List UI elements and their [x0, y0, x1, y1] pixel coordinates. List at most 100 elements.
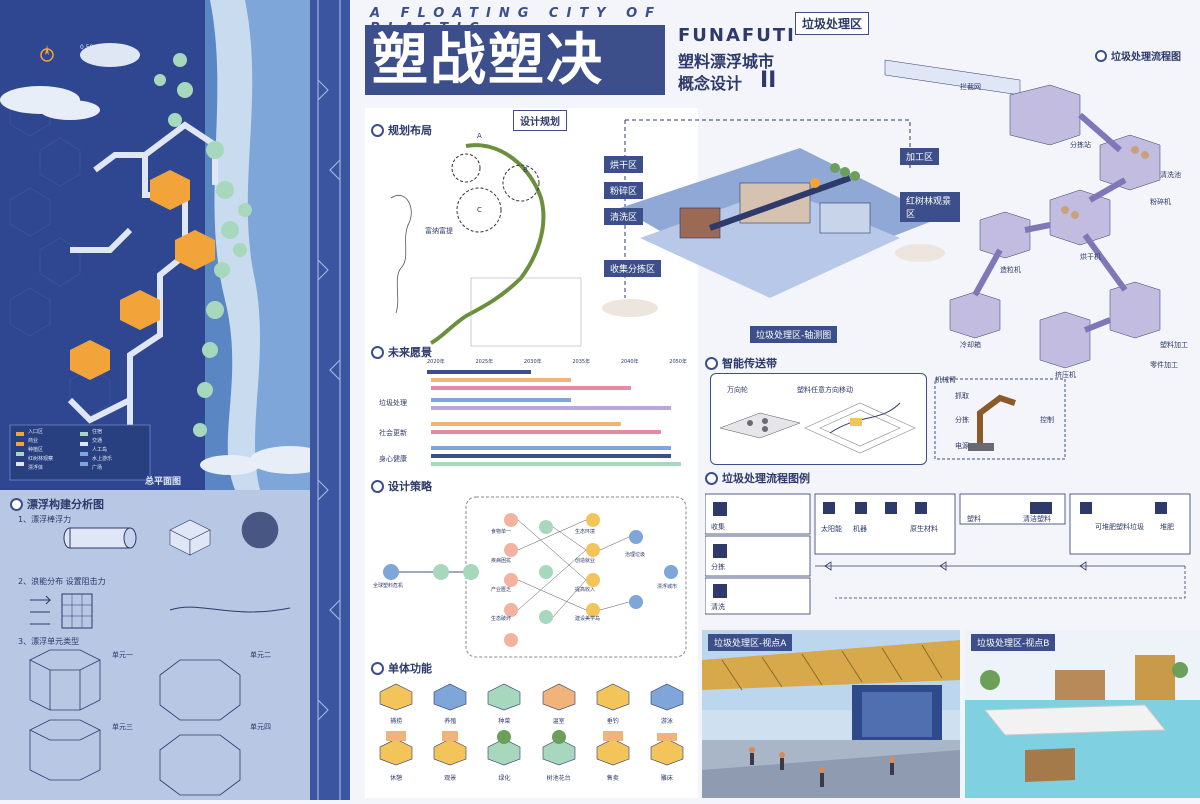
- waste-flow-panel: 垃圾处理流程图 拦截网 分拣站 清洗池 粉碎机 烘干机 冷却箱 挤压机 造粒机 …: [880, 40, 1200, 390]
- unit-card: 绿化: [477, 729, 531, 782]
- unit-card: 雕床: [640, 729, 694, 782]
- unit-card: 观景: [423, 729, 477, 782]
- unit-name: 温室: [552, 718, 565, 725]
- unit-card: 树池花台: [532, 729, 586, 782]
- unit-card: 温室: [532, 678, 586, 725]
- strategy-node: 生态环境: [575, 529, 596, 535]
- example-label: 清洁塑料: [1023, 515, 1051, 523]
- strategy-node: 疾病困扰: [491, 558, 512, 564]
- conveyor-label: 机械臂: [935, 376, 956, 384]
- unit-grid: 捕捞 养殖 种菜 温室 垂钓 游泳 休憩 观景 绿化 树池花台 售卖 雕床: [369, 678, 694, 782]
- waste-zone-tag: 垃圾处理区: [795, 12, 870, 35]
- unit-name: 雕床: [660, 775, 673, 782]
- section-dot-icon: [705, 471, 718, 485]
- main-title: [365, 25, 665, 95]
- float-analysis-drawing: [29, 511, 291, 796]
- design-tag: 设计规划: [513, 110, 567, 131]
- flow-title: 垃圾处理流程图: [1111, 52, 1181, 63]
- flow-label: 造粒机: [1000, 266, 1021, 274]
- scale-bar-label: 0 50 100m: [80, 44, 113, 51]
- zone-label: A: [477, 132, 482, 140]
- unit-card: 种菜: [477, 678, 531, 725]
- axon-caption: 垃圾处理区-轴测图: [750, 326, 838, 343]
- legend-item: 住宿: [92, 429, 103, 435]
- strategy-right-label: 治理垃圾: [625, 552, 646, 558]
- legend-item: 商业: [28, 438, 39, 444]
- view-a-panel: 垃圾处理区-视点A: [702, 630, 960, 798]
- unit-name: 观景: [444, 775, 457, 782]
- analysis-step-1: 1、漂浮棒浮力: [18, 515, 72, 524]
- strategy-node: 生态破坏: [491, 616, 512, 622]
- conveyor-title: 智能传送带: [722, 357, 777, 370]
- section-dot-icon: [10, 497, 23, 511]
- example-label: 分拣: [711, 563, 725, 571]
- flow-label: 粉碎机: [1150, 198, 1171, 206]
- strategy-node: 食物单一: [491, 529, 512, 535]
- strategy-diagram: [383, 496, 687, 658]
- subtitle-line-2: 概念设计: [678, 74, 743, 93]
- section-dot-icon: [1095, 49, 1107, 62]
- axon-label: 清洗区: [604, 208, 644, 225]
- unit-name: 垂钓: [606, 718, 619, 725]
- future-heading: 未来愿景: [371, 344, 432, 360]
- unit-label: 单元三: [112, 723, 133, 731]
- master-plan-panel: 0 50 100m 总平面图 入口区 住宿 商业 交通 种植区 人工岛 红树林观…: [0, 0, 345, 490]
- flow-label: 拦截网: [960, 83, 981, 91]
- axon-label: 烘干区: [604, 156, 644, 173]
- main-title-text: 塑战塑决: [372, 27, 604, 93]
- timeline-year: 2050年: [669, 359, 687, 365]
- flow-example-heading: 垃圾处理流程图例: [705, 470, 810, 486]
- unit-label: 单元二: [250, 651, 271, 659]
- subtitle-line-1: 塑料漂浮城市: [678, 52, 775, 71]
- strategy-node: 产业匮乏: [491, 587, 512, 593]
- legend-item: 红树林观察: [28, 456, 54, 462]
- title-block: A FLOATING CITY OF PLASTIC 塑战塑决 FUNAFUTI…: [350, 0, 794, 105]
- legend-item: 水上游乐: [92, 456, 113, 462]
- unit-name: 种菜: [498, 718, 511, 725]
- legend-item: 漂浮体: [28, 465, 44, 471]
- timeline-row-label: 垃圾处理: [379, 399, 407, 407]
- analysis-step-2: 2、浪能分布 设置阻击力: [18, 577, 106, 586]
- unit-card: 垂钓: [586, 678, 640, 725]
- zone-label: B: [523, 166, 528, 174]
- unit-card: 游泳: [640, 678, 694, 725]
- float-analysis-panel: 漂浮构建分析图 1、漂浮棒浮力 2、浪能分布 设置阻击力 3、漂浮单元类型: [0, 490, 310, 800]
- timeline-years: 2020年 2025年 2030年 2035年 2040年 2050年: [427, 358, 687, 365]
- unit-label: 单元四: [250, 723, 271, 731]
- float-analysis-heading: 漂浮构建分析图: [10, 496, 104, 512]
- timeline-year: 2025年: [475, 359, 494, 365]
- legend-item: 种植区: [28, 447, 44, 453]
- flow-label: 分拣站: [1070, 141, 1091, 149]
- timeline-bars: [427, 370, 681, 466]
- axonometric-drawing: [602, 119, 945, 317]
- island-label: 富纳富提: [425, 227, 453, 235]
- example-label: 收集: [711, 523, 725, 531]
- strategy-goal-labels: 生态环境 创造就业 提高收入 建设美学岛: [575, 528, 615, 622]
- strategy-node: 建设美学岛: [575, 616, 601, 622]
- unit-function-title: 单体功能: [388, 662, 432, 675]
- example-label: 可堆肥塑料垃圾: [1095, 523, 1144, 531]
- legend-item: 入口区: [28, 429, 44, 435]
- view-b-label: 垃圾处理区-视点B: [971, 634, 1056, 651]
- strategy-heading: 设计策略: [371, 478, 432, 494]
- conveyor-drawing: [719, 378, 1066, 460]
- timeline-year: 2035年: [572, 359, 591, 365]
- planning-heading: 规划布局: [371, 122, 432, 138]
- analysis-step-3: 3、漂浮单元类型: [18, 637, 80, 646]
- conveyor-label: 万向轮: [727, 386, 748, 394]
- legend-list: 入口区 住宿 商业 交通 种植区 人工岛 红树林观察 水上游乐 漂浮体 广场: [28, 428, 148, 471]
- section-dot-icon: [705, 356, 718, 370]
- legend-item: 广场: [92, 465, 103, 471]
- flow-label: 烘干机: [1080, 253, 1101, 261]
- flow-drawing: [884, 59, 1161, 369]
- section-dot-icon: [371, 661, 384, 675]
- section-dot-icon: [371, 123, 384, 137]
- axonometric-panel: 烘干区 粉碎区 清洗区 收集分拣区 加工区 红树林观景区 垃圾处理区-轴测图: [600, 108, 960, 348]
- strategy-problem-labels: 食物单一 疾病困扰 产业匮乏 生态破坏: [491, 528, 531, 622]
- conveyor-heading: 智能传送带: [705, 355, 777, 371]
- title-english: FUNAFUTI: [678, 25, 796, 46]
- flow-label: 零件加工: [1150, 361, 1178, 369]
- view-b-render: [965, 630, 1200, 798]
- legend-item: 交通: [92, 438, 103, 444]
- timeline-row-label: 社会更新: [379, 429, 407, 437]
